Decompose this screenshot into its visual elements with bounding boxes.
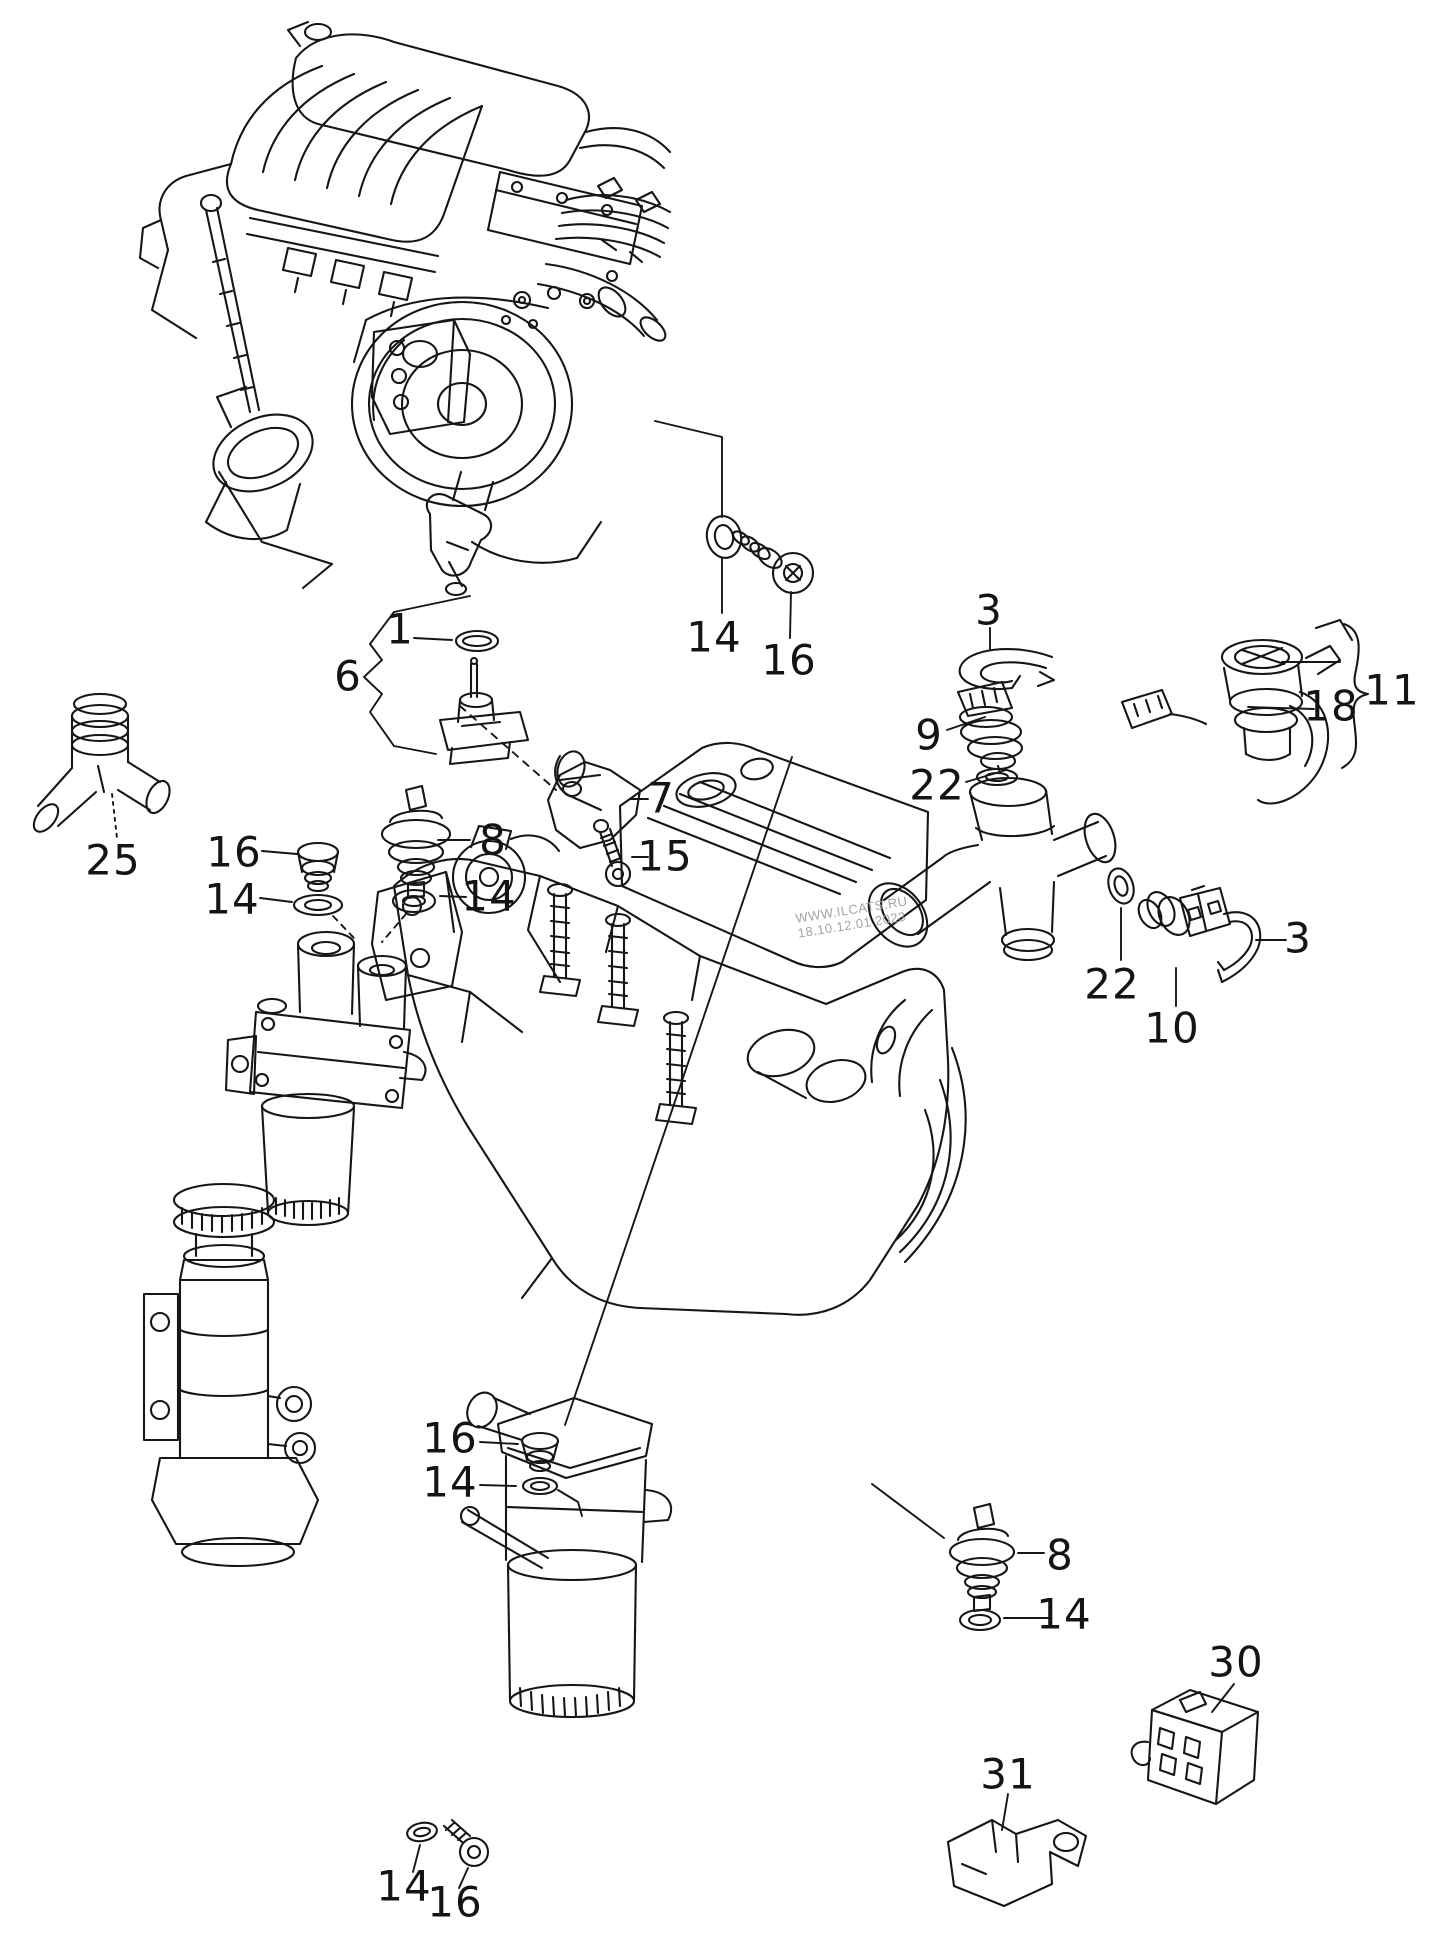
screw-part-16-top (732, 530, 815, 595)
washer-part-22-right (1107, 867, 1135, 905)
callout-7: 7 (647, 773, 675, 823)
callout-14-left: 14 (204, 874, 260, 924)
callout-18: 18 (1303, 681, 1359, 731)
callout-22-mid: 22 (909, 760, 965, 810)
oring-part-1 (454, 629, 500, 653)
oil-filter-module-drawing (142, 1182, 320, 1568)
bolt-part-15 (598, 827, 632, 888)
callout-16-top: 16 (761, 635, 817, 685)
callout-8-bottom: 8 (1046, 1530, 1074, 1580)
washer-part-14-left (292, 893, 344, 917)
coolant-temp-sensor-part-6 (438, 656, 530, 766)
washer-part-14-mid (521, 1476, 559, 1496)
callout-14-bottom: 14 (1036, 1589, 1092, 1639)
compressor-pulley (350, 300, 574, 508)
oil-pressure-switch-part-8-bottom (948, 1502, 1016, 1613)
plug-part-16-mid (520, 1431, 560, 1473)
washer-part-14-bottomleft (406, 1821, 438, 1843)
callout-30: 30 (1208, 1637, 1264, 1687)
washer-part-14-under-8 (391, 888, 437, 914)
retaining-clip-part-3-top (958, 648, 1056, 690)
callout-16-bl: 16 (427, 1877, 483, 1927)
screw-part-16-bottomleft (442, 1818, 490, 1868)
callout-15: 15 (637, 831, 693, 881)
callout-1: 1 (386, 604, 414, 654)
bracket-part-31 (946, 1818, 1088, 1908)
callout-22-right: 22 (1084, 959, 1140, 1009)
connector-part-30 (1130, 1688, 1260, 1806)
engine-4cyl-drawing (370, 741, 967, 1316)
callout-11: 11 (1364, 665, 1420, 715)
valve-part-25 (32, 692, 171, 833)
callout-25: 25 (85, 835, 141, 885)
coolant-sensor-part-10 (1137, 884, 1232, 938)
leader-lines (111, 420, 1341, 1889)
callout-14-top: 14 (686, 612, 742, 662)
callout-16-mid: 16 (422, 1413, 478, 1463)
washer-part-14-top (705, 515, 743, 559)
callout-9: 9 (915, 710, 943, 760)
bracket-part-7 (546, 760, 642, 850)
coolant-sensor-part-9 (956, 680, 1024, 775)
injection-pump-left-drawing (224, 930, 427, 1227)
callout-16-left: 16 (206, 827, 262, 877)
callout-10: 10 (1144, 1003, 1200, 1053)
callout-14-bl: 14 (376, 1861, 432, 1911)
callout-14-under8: 14 (461, 871, 517, 921)
callout-3-top: 3 (975, 585, 1003, 635)
callout-3-right: 3 (1284, 913, 1312, 963)
callout-14-mid: 14 (422, 1457, 478, 1507)
group-brace-part-11 (1314, 618, 1370, 770)
callout-8-left: 8 (479, 815, 507, 865)
coolant-4way-fitting-drawing (867, 776, 1117, 962)
washer-part-14-bottom (958, 1608, 1002, 1632)
callout-6: 6 (334, 651, 362, 701)
retaining-clip-part-3-right (1216, 911, 1262, 984)
sealing-plug-part-16-left (296, 841, 340, 893)
injection-pump-bottom-drawing (459, 1391, 673, 1719)
engine-v6-drawing (138, 20, 672, 597)
sensor-on-compressor (425, 470, 495, 597)
oil-pressure-switch-part-8-left (380, 784, 452, 900)
callout-31: 31 (980, 1749, 1036, 1799)
